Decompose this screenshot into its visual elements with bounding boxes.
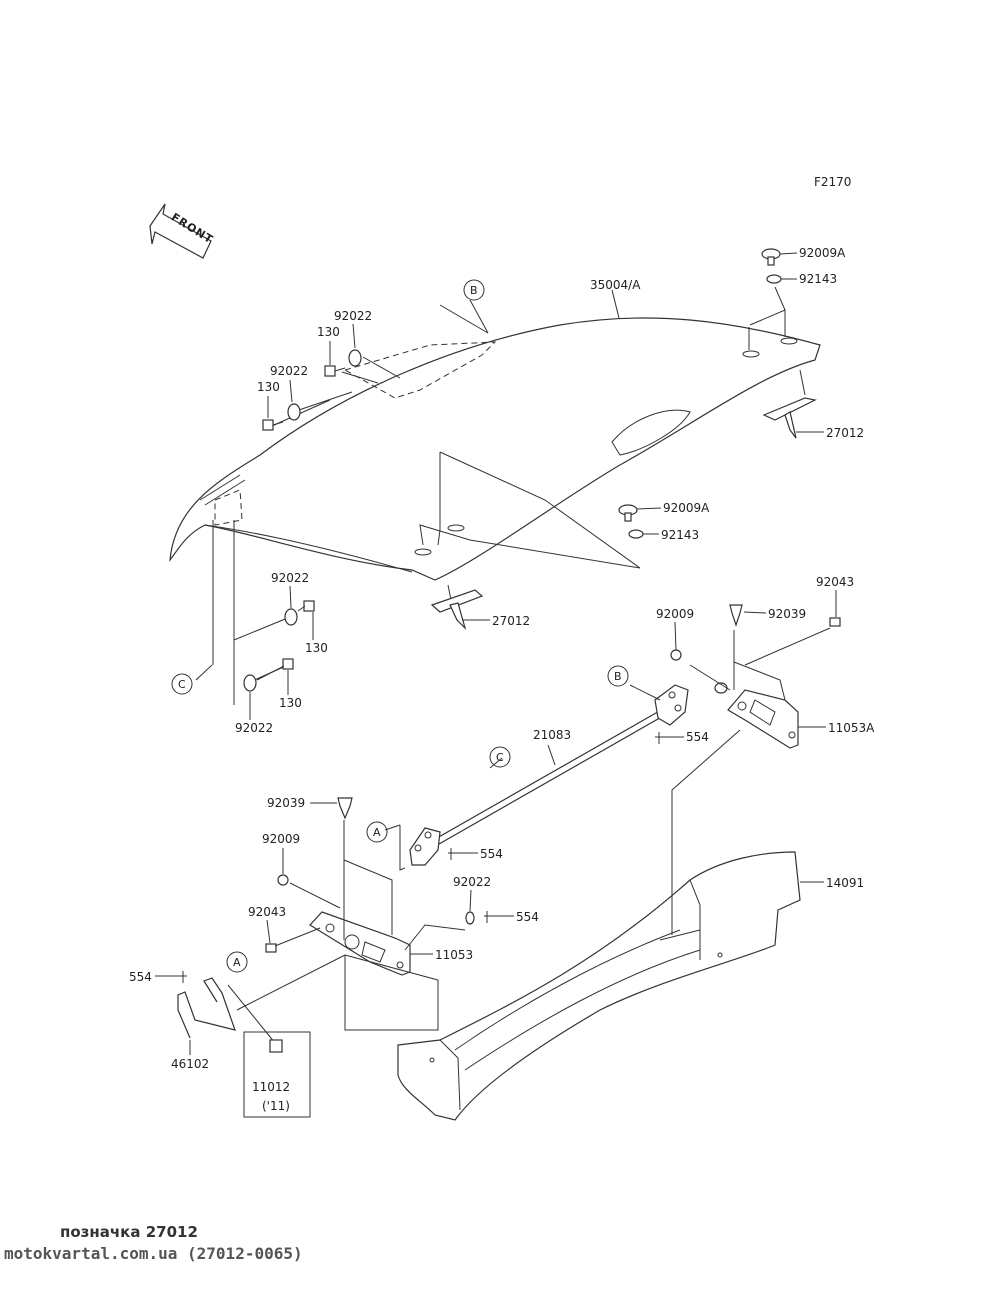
label-92009-left: 92009	[262, 832, 300, 846]
label-92043-right: 92043	[816, 575, 854, 589]
ref-marker-C-left: C	[171, 673, 193, 695]
label-130-a: 130	[317, 325, 340, 339]
label-14091: 14091	[826, 876, 864, 890]
front-arrow: FRONT	[149, 203, 216, 259]
label-35004A: 35004/A	[590, 278, 641, 292]
label-92143-mid: 92143	[661, 528, 699, 542]
label-46102: 46102	[171, 1057, 209, 1071]
skid-guard-14091	[397, 851, 801, 1121]
label-92022-e: 92022	[453, 875, 491, 889]
ref-marker-A-mid: A	[366, 821, 388, 843]
label-11012: 11012	[252, 1080, 290, 1094]
figure-code: F2170	[814, 175, 852, 189]
leader-lines-cover	[212, 286, 806, 705]
svg-text:A: A	[373, 826, 381, 839]
label-92039-right: 92039	[768, 607, 806, 621]
stand-46102	[177, 977, 311, 1118]
svg-text:C: C	[496, 751, 504, 764]
ref-marker-B-top: B	[463, 279, 485, 301]
fasteners-lower	[180, 604, 841, 983]
label-27012-right: 27012	[826, 426, 864, 440]
label-11053: 11053	[435, 948, 473, 962]
ref-marker-A-left: A	[226, 951, 248, 973]
label-92143-top: 92143	[799, 272, 837, 286]
bracket-11053	[309, 911, 411, 976]
label-554-left: 554	[129, 970, 152, 984]
svg-text:A: A	[233, 956, 241, 969]
label-554-e: 554	[516, 910, 539, 924]
label-11053A: 11053A	[828, 721, 875, 735]
label-27012-mid: 27012	[492, 614, 530, 628]
label-92022-b: 92022	[270, 364, 308, 378]
leader-lines-lower	[195, 627, 831, 1031]
label-554-mid: 554	[480, 847, 503, 861]
svg-text:B: B	[470, 284, 478, 297]
footer-watermark: motokvartal.com.ua (27012-0065)	[4, 1244, 303, 1263]
part-number-labels: 35004/A 92009A 92143 27012 92009A 92143 …	[129, 246, 875, 1113]
label-92022-d: 92022	[235, 721, 273, 735]
label-130-d: 130	[279, 696, 302, 710]
label-92022-a: 92022	[334, 309, 372, 323]
label-554-right: 554	[686, 730, 709, 744]
label-130-b: 130	[257, 380, 280, 394]
caption: позначка 27012	[60, 1223, 198, 1241]
label-92009-right: 92009	[656, 607, 694, 621]
label-11012-note: ('11)	[262, 1099, 290, 1113]
bracket-27012-mid	[430, 589, 484, 631]
label-92043-left: 92043	[248, 905, 286, 919]
rod-21083	[409, 684, 689, 866]
svg-text:B: B	[614, 670, 622, 683]
label-92022-c: 92022	[271, 571, 309, 585]
bracket-27012-right	[762, 397, 817, 439]
label-92009A-top: 92009A	[799, 246, 846, 260]
label-130-c: 130	[305, 641, 328, 655]
bracket-11053A	[714, 682, 799, 749]
svg-text:C: C	[178, 678, 186, 691]
top-cover	[169, 317, 821, 581]
label-92009A-mid: 92009A	[663, 501, 710, 515]
ref-marker-C-mid: C	[489, 746, 511, 768]
label-21083: 21083	[533, 728, 571, 742]
label-92039-left: 92039	[267, 796, 305, 810]
ref-marker-B-mid: B	[607, 665, 629, 687]
